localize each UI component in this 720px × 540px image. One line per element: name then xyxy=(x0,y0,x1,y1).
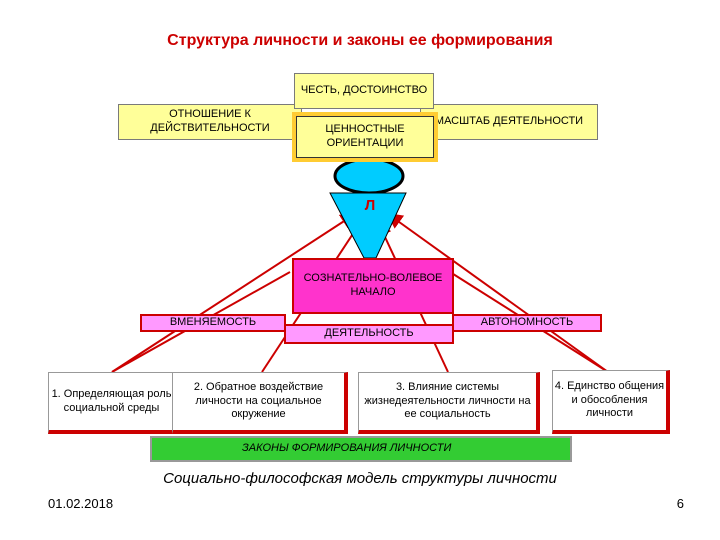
slide-date: 01.02.2018 xyxy=(48,496,114,511)
person-label: Л xyxy=(364,197,376,214)
box-attitude: ОТНОШЕНИЕ К ДЕЙСТВИТЕЛЬНОСТИ xyxy=(118,104,302,140)
law-1: 1. Определяющая роль социальной среды xyxy=(48,372,178,434)
arrow-law4 xyxy=(386,212,609,373)
page-number: 6 xyxy=(676,496,684,511)
box-scale: МАСШТАБ ДЕЯТЕЛЬНОСТИ xyxy=(420,104,598,140)
box-volitional: СОЗНАТЕЛЬНО-ВОЛЕВОЕ НАЧАЛО xyxy=(292,258,454,314)
law-3: 3. Влияние системы жизнедеятельности лич… xyxy=(358,372,540,434)
arrow-law1 xyxy=(111,212,357,373)
diagram-subtitle: Социально-философская модель структуры л… xyxy=(163,470,557,487)
box-values: ЦЕННОСТНЫЕ ОРИЕНТАЦИИ xyxy=(296,116,434,158)
box-values-frame: ЦЕННОСТНЫЕ ОРИЕНТАЦИИ xyxy=(292,112,438,162)
person-head xyxy=(333,157,405,195)
box-activity: ДЕЯТЕЛЬНОСТЬ xyxy=(284,324,454,344)
laws-bar: ЗАКОНЫ ФОРМИРОВАНИЯ ЛИЧНОСТИ xyxy=(150,436,572,462)
box-imputability: ВМЕНЯЕМОСТЬ xyxy=(140,314,286,332)
law-4: 4. Единство общения и обособления личнос… xyxy=(552,370,670,434)
box-honor: ЧЕСТЬ, ДОСТОИНСТВО xyxy=(294,73,434,109)
law-2: 2. Обратное воздействие личности на соци… xyxy=(172,372,348,434)
diagram-title: Структура личности и законы ее формирова… xyxy=(167,32,553,49)
box-autonomy: АВТОНОМНОСТЬ xyxy=(452,314,602,332)
